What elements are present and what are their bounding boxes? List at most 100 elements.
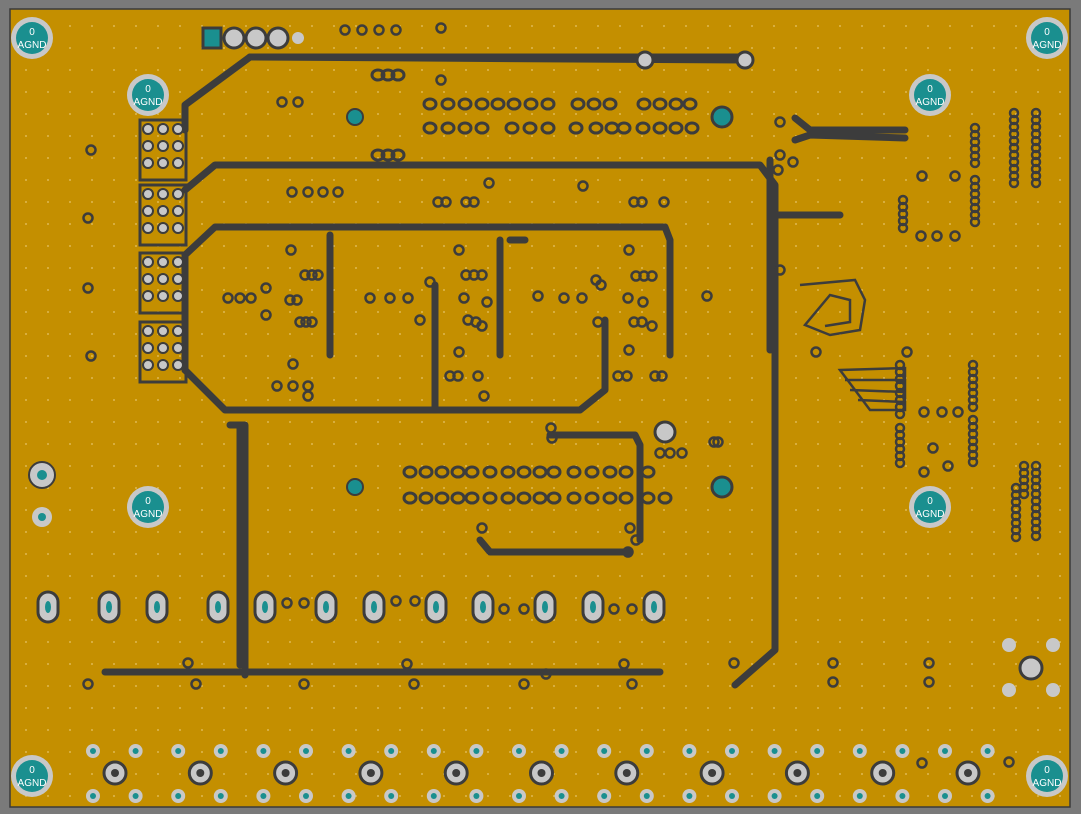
large-connector-pin-hole <box>878 769 887 777</box>
oval-pad-hole <box>106 601 112 613</box>
ic-pad <box>584 491 600 505</box>
ic-pad <box>652 97 668 111</box>
ic-pad <box>684 121 700 135</box>
via <box>621 370 633 382</box>
ic-pad <box>668 121 684 135</box>
mounting-hole-pad <box>914 491 946 523</box>
connector-pin-hole <box>345 748 352 754</box>
via <box>728 657 740 669</box>
via <box>384 292 396 304</box>
ic-pad <box>568 121 584 135</box>
connector-pin-hole <box>984 748 991 754</box>
ic-pad <box>482 491 498 505</box>
via <box>408 678 420 690</box>
via <box>901 346 913 358</box>
pin-header <box>138 320 188 384</box>
oval-pad-hole <box>215 601 221 613</box>
via <box>468 196 480 208</box>
connector-pin-hole <box>175 748 182 754</box>
ic-pad <box>380 148 396 162</box>
via <box>701 290 713 302</box>
via <box>402 292 414 304</box>
via <box>481 296 493 308</box>
via <box>452 370 464 382</box>
hole-name-label: AGND <box>1033 40 1062 51</box>
standalone-holes <box>28 50 1060 697</box>
connector-pin-hole <box>942 793 948 799</box>
via <box>299 269 311 281</box>
ic-pad <box>682 97 698 111</box>
ic-pad <box>516 491 532 505</box>
via <box>478 390 490 402</box>
ic-pad <box>434 491 450 505</box>
ic-pad <box>516 465 532 479</box>
large-connector-pin-hole <box>196 769 205 777</box>
right-ic-pins <box>894 107 1042 543</box>
via <box>577 180 589 192</box>
ic-pad <box>434 465 450 479</box>
ic-pad <box>636 97 652 111</box>
ic-pad <box>657 491 673 505</box>
connector-pin-hole <box>899 748 906 754</box>
via <box>222 292 234 304</box>
ic-pin <box>1030 530 1042 542</box>
ic-pad <box>457 121 473 135</box>
left-pin-headers <box>138 118 188 384</box>
oval-pad-hole <box>262 601 268 613</box>
via <box>364 292 376 304</box>
ic-pad <box>506 97 522 111</box>
via <box>918 466 930 478</box>
connector-pin-hole <box>260 793 267 799</box>
header-pin <box>172 205 184 217</box>
via <box>300 316 312 328</box>
connector-pin-hole <box>175 793 182 799</box>
header-pin <box>172 140 184 152</box>
via <box>918 406 930 418</box>
via <box>409 595 421 607</box>
header-pin <box>172 342 184 354</box>
via <box>312 269 324 281</box>
connector-pin-hole <box>388 748 395 754</box>
ic-pin <box>897 222 909 234</box>
header-pin <box>172 123 184 135</box>
via <box>952 406 964 418</box>
connector-pin-hole <box>303 748 309 754</box>
hole-name-label: AGND <box>134 509 163 520</box>
pin-header <box>138 183 188 247</box>
hole-net-label: 0 <box>145 496 151 507</box>
ic-pad <box>532 465 548 479</box>
large-connector-pin-hole <box>964 769 972 777</box>
via <box>540 668 552 680</box>
via <box>339 24 351 36</box>
ic-pad <box>635 121 651 135</box>
via <box>453 346 465 358</box>
hole-net-label: 0 <box>927 84 933 95</box>
header-pin <box>157 325 169 337</box>
connector-pin-hole <box>90 748 96 754</box>
via <box>774 264 786 276</box>
connector-pin-hole <box>856 793 863 799</box>
hole-net-label: 0 <box>1044 27 1050 38</box>
via <box>626 678 638 690</box>
connector-pin-hole <box>814 793 821 799</box>
via <box>656 370 668 382</box>
via <box>458 292 470 304</box>
via <box>712 436 724 448</box>
ic-pad <box>546 491 562 505</box>
ic-pad <box>380 68 396 82</box>
via <box>476 269 488 281</box>
via <box>626 603 638 615</box>
via <box>618 658 630 670</box>
ic-pin <box>1010 531 1022 543</box>
connector-pin-hole <box>430 793 437 799</box>
header-pin <box>157 188 169 200</box>
large-connector-pin-hole <box>111 769 119 777</box>
ic-pad <box>500 491 516 505</box>
connector-pin-hole <box>473 748 480 754</box>
ic-pin <box>969 216 981 228</box>
ic-pad <box>464 465 480 479</box>
